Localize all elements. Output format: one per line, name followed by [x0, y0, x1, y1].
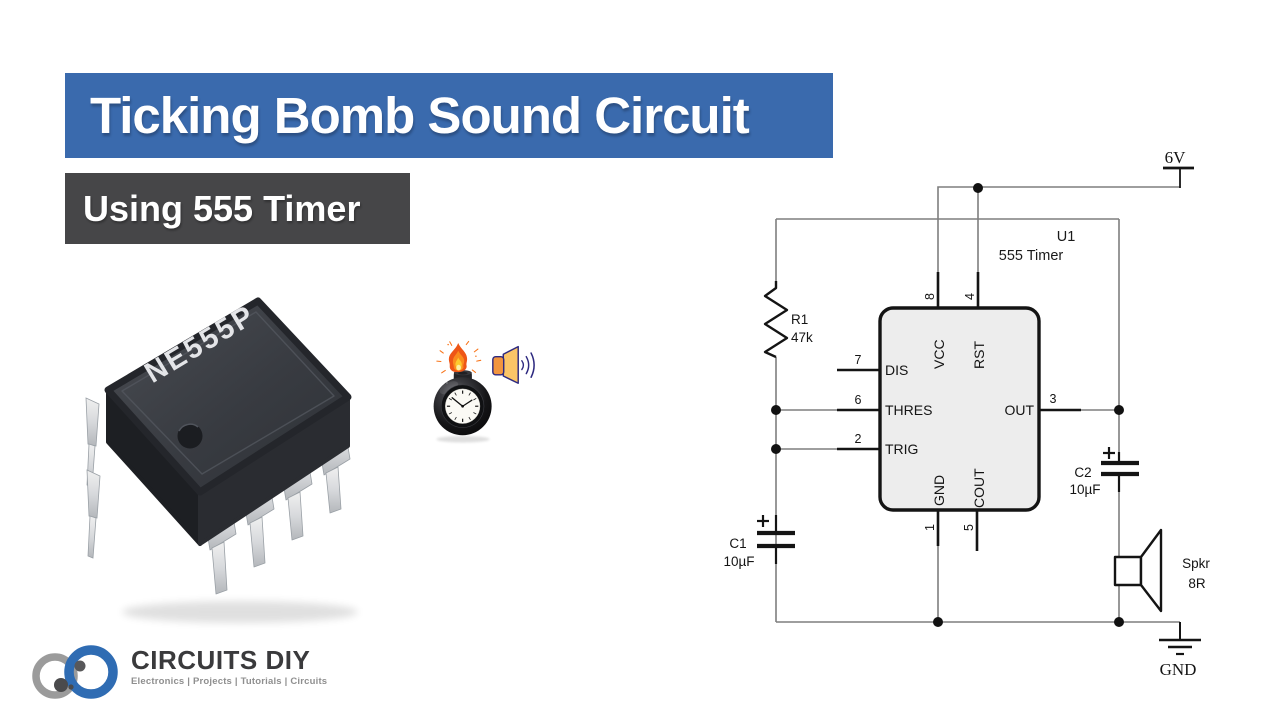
brand-tagline: Electronics | Projects | Tutorials | Cir… [131, 676, 328, 687]
ne555-chip-illustration: NE555P [85, 297, 358, 623]
pin-num-dis: 7 [855, 353, 862, 367]
chip-top-ridge [121, 311, 335, 475]
ground-symbol [1159, 622, 1201, 656]
c1-ref: C1 [729, 536, 746, 551]
pin-name-out: OUT [1004, 402, 1034, 418]
c2-value: 10µF [1069, 482, 1100, 497]
pin-num-trig: 2 [855, 432, 862, 446]
pin-num-rst: 4 [963, 293, 977, 300]
pin-name-trig: TRIG [885, 441, 918, 457]
sound-waves-icon [521, 352, 535, 378]
sparks-icon [436, 340, 482, 374]
clock-face [440, 384, 485, 428]
junction-dots [771, 183, 1124, 627]
pin-num-cout: 5 [962, 524, 976, 531]
bomb-highlight [439, 381, 459, 395]
pin-num-vcc: 8 [923, 293, 937, 300]
ic-name: 555 Timer [999, 248, 1064, 264]
pin-num-thres: 6 [855, 393, 862, 407]
pin-num-gnd: 1 [923, 524, 937, 531]
ic-555-body [878, 306, 1041, 512]
subtitle-banner: Using 555 Timer [65, 173, 410, 244]
bomb-speaker-illustration [433, 340, 535, 443]
ic-ref: U1 [1057, 229, 1076, 245]
pin-name-thres: THRES [885, 402, 932, 418]
pin-name-vcc: VCC [931, 339, 947, 369]
pin-name-dis: DIS [885, 362, 908, 378]
r1-value: 47k [791, 330, 813, 345]
ic-ref-labels: U1 555 Timer [999, 229, 1076, 264]
circuit-schematic: 6V R1 47k C1 10µF C2 10µF [723, 148, 1210, 679]
wires [775, 186, 1180, 623]
capacitor-c1 [757, 515, 795, 564]
brand-name: CIRCUITS DIY [131, 645, 311, 675]
pin-name-rst: RST [971, 341, 987, 369]
brand-logo: CIRCUITS DIY Electronics | Projects | Tu… [28, 645, 327, 703]
speaker-icon [492, 345, 519, 384]
c2-ref: C2 [1074, 465, 1091, 480]
bomb-shadow [436, 436, 490, 443]
resistor-r1: R1 47k [763, 281, 813, 359]
ic-pin-names: DIS THRES TRIG OUT VCC RST GND COUT [885, 339, 1034, 508]
pin-stubs [837, 272, 1081, 551]
ic-pin-numbers: 7 6 2 3 8 4 1 5 [855, 293, 1057, 531]
flame-icon [448, 342, 468, 372]
chip-shadow [122, 601, 358, 623]
title-banner: Ticking Bomb Sound Circuit [65, 73, 833, 158]
capacitor-c2 [1101, 447, 1139, 492]
chip-dimple-highlight [178, 423, 199, 432]
pin-name-cout: COUT [971, 468, 987, 508]
pin-name-gnd: GND [931, 475, 947, 506]
ground-label: GND [1160, 660, 1197, 679]
supply-voltage-label: 6V [1165, 148, 1187, 167]
speaker-symbol [1113, 528, 1163, 613]
spkr-value: 8R [1188, 576, 1206, 591]
page-title: Ticking Bomb Sound Circuit [90, 87, 750, 144]
spkr-ref: Spkr [1182, 556, 1210, 571]
r1-ref: R1 [791, 312, 808, 327]
chip-pin1-dimple [177, 423, 203, 449]
bomb-glint [446, 382, 448, 384]
chip-left-pins [85, 397, 101, 559]
page-subtitle: Using 555 Timer [83, 187, 361, 229]
logo-mark-icon [32, 645, 118, 699]
pin-num-out: 3 [1050, 392, 1057, 406]
chip-top-face [104, 297, 352, 496]
clock-hands [451, 397, 473, 408]
power-symbol [1163, 166, 1194, 188]
c1-value: 10µF [723, 554, 754, 569]
